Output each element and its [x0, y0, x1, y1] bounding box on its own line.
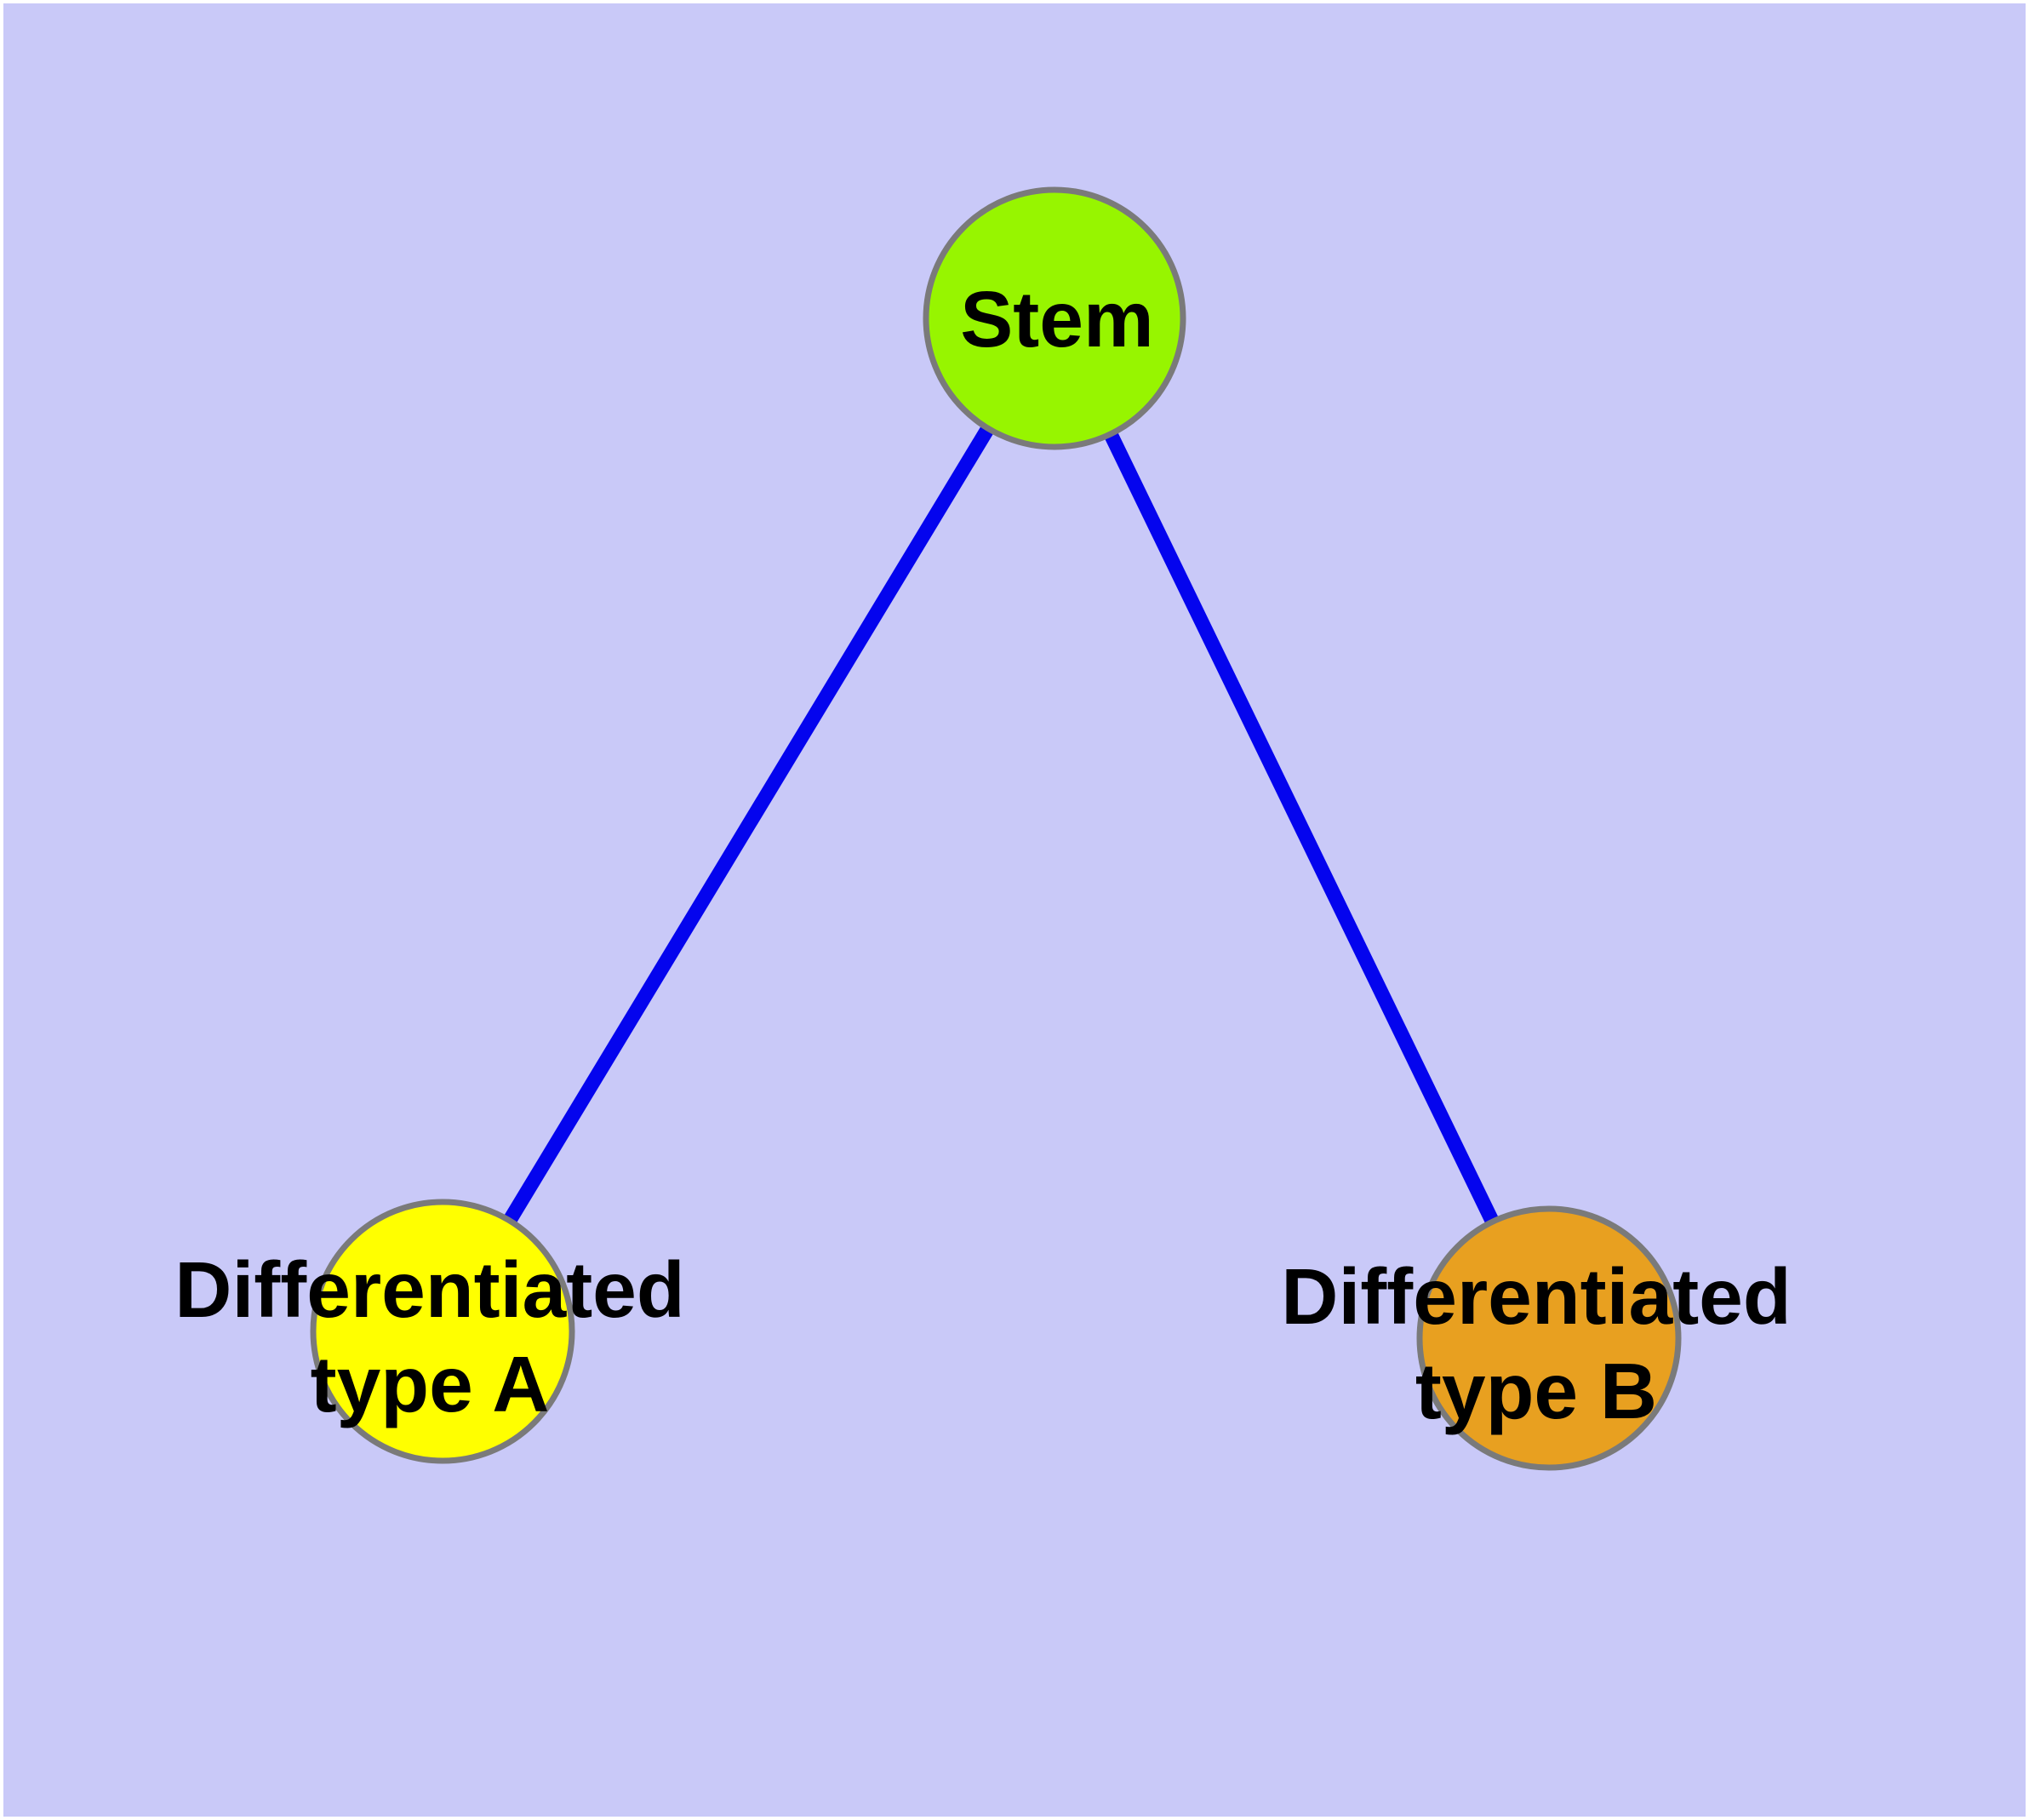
node-stem-circle[interactable] [923, 186, 1186, 450]
node-differentiated-type-a-circle[interactable] [310, 1199, 575, 1464]
node-differentiated-type-b-circle[interactable] [1416, 1205, 1682, 1471]
edge-stem-to-type-a[interactable] [436, 314, 1061, 1336]
node-differentiated-type-a-label-line2: type A [311, 1340, 550, 1428]
node-differentiated-type-b-label-line2: type B [1415, 1347, 1657, 1435]
node-differentiated-type-b-label-line1: Differentiated [1281, 1252, 1791, 1341]
node-stem-label: Stem [960, 275, 1153, 363]
edge-stem-to-type-b[interactable] [1048, 315, 1556, 1342]
node-differentiated-type-a-label-line1: Differentiated [174, 1245, 684, 1334]
